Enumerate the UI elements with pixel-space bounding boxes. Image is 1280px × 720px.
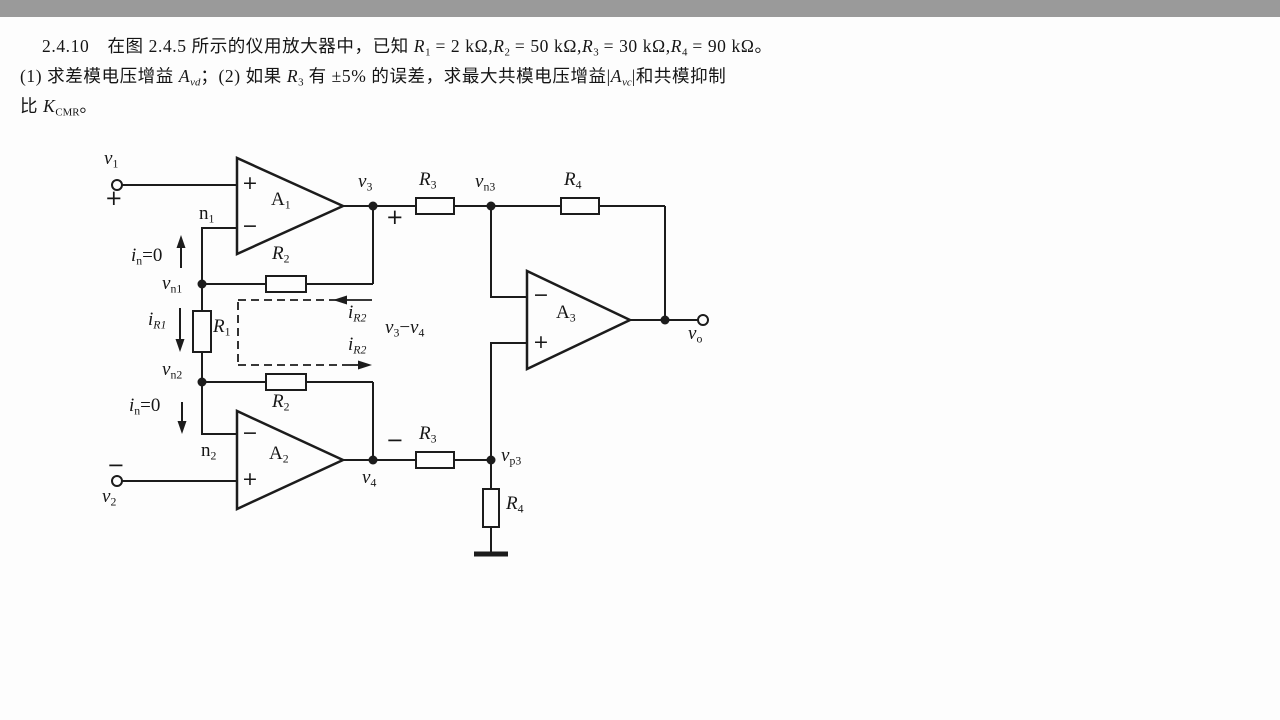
sign-A3-noninverting-input: + <box>533 331 549 353</box>
problem-line-3: 比 KCMR。 <box>20 96 98 119</box>
label-R4-top: R4 <box>564 169 582 192</box>
label-n1: n1 <box>199 203 215 226</box>
label-iR2-top: iR2 <box>348 302 367 325</box>
label-iR2-bottom: iR2 <box>348 334 367 357</box>
problem-line-1: 2.4.10 在图 2.4.5 所示的仪用放大器中，已知 R1 = 2 kΩ,R… <box>42 36 773 59</box>
label-R2-bottom: R2 <box>272 391 290 414</box>
terminal-vo <box>697 314 709 326</box>
sign-plus-v3-polarity: + <box>386 205 404 229</box>
label-v2: v2 <box>102 486 117 509</box>
label-v3-minus-v4: v3−v4 <box>385 317 425 340</box>
opamp-A2-triangle <box>235 409 346 511</box>
problem-line-2: (1) 求差模电压增益 Avd；(2) 如果 R3 有 ±5% 的误差，求最大共… <box>20 66 727 89</box>
sign-A1-noninverting-input: + <box>242 172 258 194</box>
label-R3-bottom: R3 <box>419 423 437 446</box>
resistor-R2-bottom-box <box>265 373 307 391</box>
label-vn1: vn1 <box>162 273 183 296</box>
label-vn3: vn3 <box>475 171 496 194</box>
label-iR1: iR1 <box>148 309 167 332</box>
label-n2: n2 <box>201 440 217 463</box>
label-in-zero-top: in=0 <box>131 245 163 268</box>
label-R3-top: R3 <box>419 169 437 192</box>
sign-minus-v2-terminal: − <box>107 453 125 477</box>
iR2-dashed-loop <box>237 295 372 370</box>
label-A3: A3 <box>556 302 576 325</box>
window-top-bar <box>0 0 1280 17</box>
opamp-A1-triangle <box>235 156 347 256</box>
current-arrows <box>175 235 187 434</box>
sign-plus-v1-terminal: + <box>105 186 123 210</box>
terminal-v1 <box>111 179 123 191</box>
sign-A3-inverting-input: − <box>533 284 549 306</box>
label-in-zero-bottom: in=0 <box>129 395 161 418</box>
resistor-R1-box <box>192 310 212 353</box>
terminal-v2 <box>111 475 123 487</box>
label-vp3: vp3 <box>501 445 522 468</box>
label-vo: vo <box>688 323 703 346</box>
label-v3: v3 <box>358 171 373 194</box>
resistor-R3-bottom-box <box>415 451 455 469</box>
sign-A2-noninverting-input: + <box>242 468 258 490</box>
opamp-A3-triangle <box>525 269 633 371</box>
sign-minus-v4-polarity: − <box>386 428 404 452</box>
resistor-R4-bottom-box <box>482 488 500 528</box>
label-R2-top: R2 <box>272 243 290 266</box>
label-A2: A2 <box>269 443 289 466</box>
label-R4-bottom: R4 <box>506 493 524 516</box>
sign-A1-inverting-input: − <box>242 215 258 237</box>
node-dots <box>197 201 670 465</box>
wires <box>122 184 698 553</box>
label-v1: v1 <box>104 148 119 171</box>
label-A1: A1 <box>271 189 291 212</box>
label-vn2: vn2 <box>162 359 183 382</box>
resistor-R4-top-box <box>560 197 600 215</box>
resistor-R2-top-box <box>265 275 307 293</box>
resistor-R3-top-box <box>415 197 455 215</box>
sign-A2-inverting-input: − <box>242 422 258 444</box>
label-R1: R1 <box>213 316 231 339</box>
label-v4: v4 <box>362 467 377 490</box>
